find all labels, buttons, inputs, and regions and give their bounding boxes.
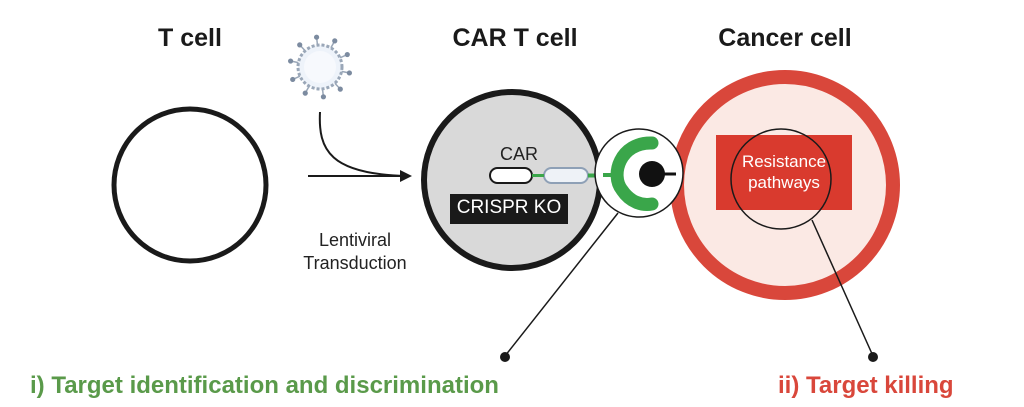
resistance-line-2: pathways [748,173,820,192]
lentivirus-icon [287,34,353,100]
cancer-zoom-circle [730,128,832,230]
crispr-ko-box [450,194,568,224]
car-label: CAR [499,144,538,164]
callout-line-left [504,212,619,357]
car-binder-icon [610,136,659,211]
arrow-head-icon [400,170,412,182]
crispr-ko-label: CRISPR KO [456,197,562,218]
transduction-line-1: Lentiviral [318,230,392,250]
virus-spike-tip [337,86,343,92]
virus-spike-tip [287,58,294,64]
synapse-zoom-circle [594,128,684,218]
target-antigen-icon [639,161,665,187]
cancer-cell-title: Cancer cell [718,24,852,52]
callout-dot-right [868,352,878,362]
car-domain-blue [543,167,589,184]
car-t-cell-title: CAR T cell [452,24,578,52]
caption-target-killing: ii) Target killing [778,372,954,399]
resistance-pathways-box [716,135,852,210]
virus-spike-tip [320,94,327,100]
resistance-line-1: Resistance [741,152,827,171]
virus-spike-tip [290,76,296,83]
transduction-label: Lentiviral Transduction [290,229,420,275]
t-cell-circle [111,106,269,264]
virus-core [304,51,336,83]
caption-target-identification: i) Target identification and discriminat… [30,372,499,399]
virus-spike-tip [332,38,338,44]
virus-spike-tip [297,42,303,48]
virus-spike-tip [313,34,320,40]
t-cell-title: T cell [158,24,222,52]
virus-spike-tip [302,90,308,96]
virus-spike-tip [344,51,350,58]
virus-spike-tip [346,70,353,76]
callout-line-right [811,219,874,357]
callout-dot-left [500,352,510,362]
resistance-pathways-label: Resistance pathways [716,151,852,193]
car-domain-white [489,167,533,184]
curved-arrow-icon [318,111,407,177]
transduction-line-2: Transduction [303,253,407,273]
